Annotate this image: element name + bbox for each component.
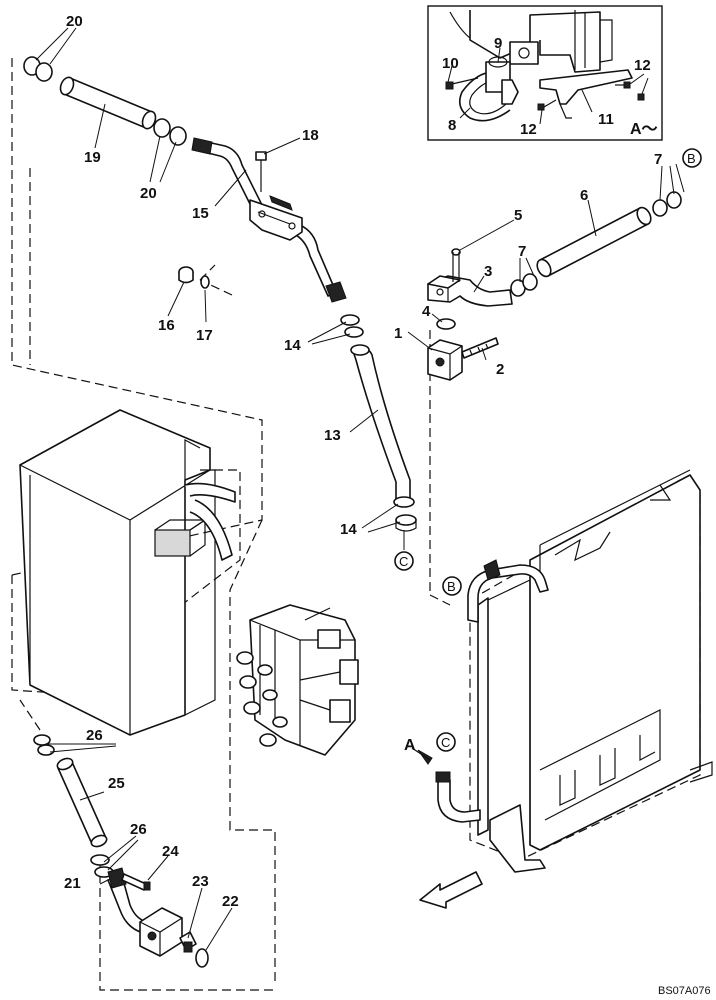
- block-1: [427, 339, 463, 381]
- callout-11: 11: [598, 111, 614, 128]
- view-a-arrow: [411, 747, 433, 765]
- callout-8: 8: [448, 117, 456, 134]
- callout-25: 25: [108, 775, 125, 792]
- callout-9: 9: [494, 35, 502, 52]
- callout-17: 17: [196, 327, 213, 344]
- callout-15: 15: [192, 205, 209, 222]
- callout-4: 4: [422, 303, 431, 320]
- connector-c-cooler: C: [436, 732, 456, 752]
- callout-7a: 7: [518, 243, 526, 260]
- callout-14b: 14: [340, 521, 357, 538]
- callout-26a: 26: [86, 727, 103, 744]
- callout-19: 19: [84, 149, 101, 166]
- pipe-21: [107, 867, 183, 957]
- connector-markers: B B C C: [394, 148, 702, 752]
- control-valve: [236, 604, 359, 756]
- connector-b-top: B: [682, 148, 702, 168]
- callout-18: 18: [302, 127, 319, 144]
- callout-1: 1: [394, 325, 402, 342]
- callout-20b: 20: [140, 185, 157, 202]
- callout-16: 16: [158, 317, 175, 334]
- callout-5: 5: [514, 207, 522, 224]
- callout-21: 21: [64, 875, 81, 892]
- connector-b-cooler: B: [442, 576, 462, 596]
- svg-text:C: C: [441, 735, 450, 750]
- callout-22: 22: [222, 893, 239, 910]
- oring-22: [195, 948, 209, 968]
- bolt-5: [451, 248, 461, 282]
- clamps-26: [33, 734, 114, 878]
- plug-16: [178, 266, 194, 284]
- leader-lines: [35, 27, 685, 951]
- callout-12a: 12: [520, 121, 537, 138]
- pipe-25: [56, 757, 108, 848]
- callout-24: 24: [162, 843, 179, 860]
- pipe-15: [191, 137, 347, 303]
- pipe-6: [536, 206, 652, 278]
- callout-14a: 14: [284, 337, 301, 354]
- bolt-18: [255, 151, 267, 192]
- oil-cooler: [435, 469, 713, 873]
- callout-10: 10: [442, 55, 459, 72]
- connector-c-hose: C: [394, 551, 414, 571]
- callout-2: 2: [496, 361, 504, 378]
- direction-arrow: [419, 871, 483, 909]
- hose-13: [350, 344, 411, 501]
- bolt-2: [461, 337, 499, 359]
- svg-text:B: B: [447, 579, 456, 594]
- hydraulic-tank: [19, 409, 236, 736]
- callout-26b: 26: [130, 821, 147, 838]
- clamps-20: [23, 56, 187, 146]
- svg-text:B: B: [687, 151, 696, 166]
- arrow-a-label: A: [404, 737, 416, 754]
- callout-23: 23: [192, 873, 209, 890]
- callout-labels: 20 19 20 15 18 16 17 14 13 14 1 2 3 4 5 …: [64, 13, 662, 910]
- view-a-label: A～: [630, 121, 658, 138]
- drawing-code: BS07A076: [658, 985, 711, 997]
- bolt-24: [121, 873, 151, 891]
- callout-12b: 12: [634, 57, 651, 74]
- oring-17: [200, 275, 210, 289]
- pipe-3: [427, 275, 513, 307]
- callout-20a: 20: [66, 13, 83, 30]
- callout-3: 3: [484, 263, 492, 280]
- callout-7b: 7: [654, 151, 662, 168]
- svg-text:C: C: [399, 554, 408, 569]
- detail-view-a: [427, 5, 663, 141]
- clamps-7: [510, 191, 682, 297]
- fitting-23: [179, 931, 197, 953]
- callout-13: 13: [324, 427, 341, 444]
- pipe-19: [59, 76, 157, 130]
- callout-6: 6: [580, 187, 588, 204]
